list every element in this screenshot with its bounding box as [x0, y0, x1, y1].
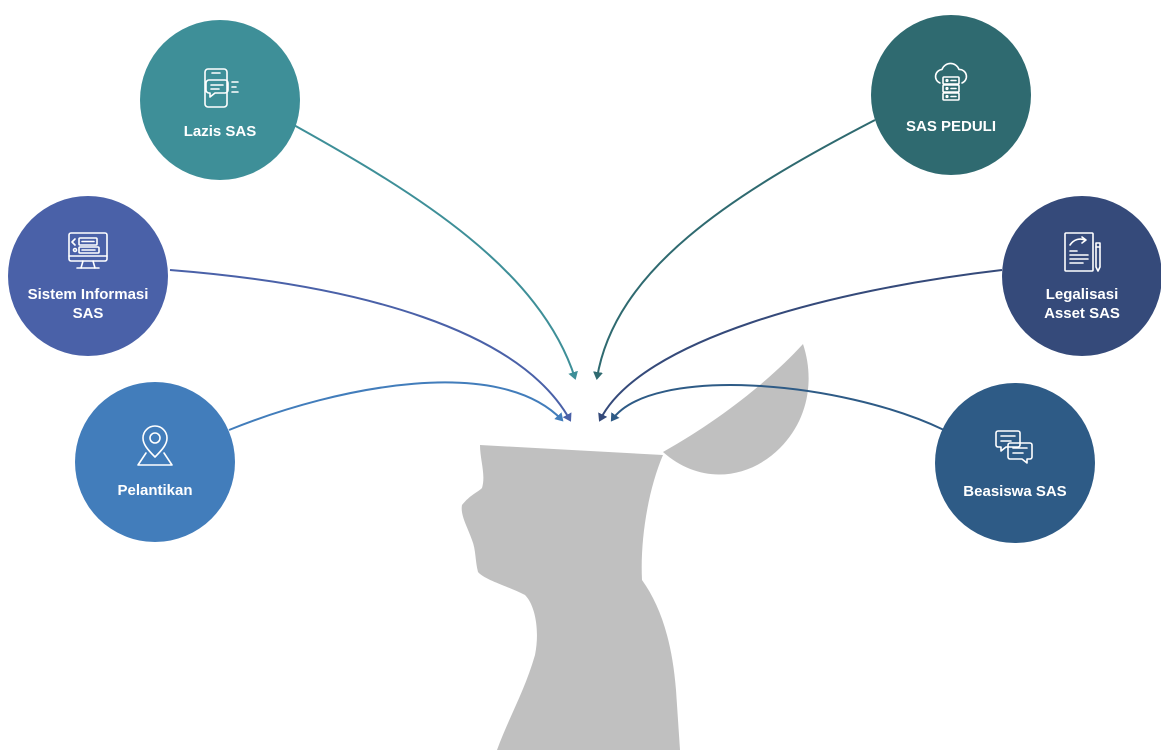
node-beasiswa-sas: Beasiswa SAS: [935, 383, 1095, 543]
connector-pelantikan: [228, 381, 564, 431]
node-lazis-sas: Lazis SAS: [140, 20, 300, 180]
cloud-server-icon: [928, 61, 974, 107]
node-label: Beasiswa SAS: [963, 482, 1067, 500]
connector-sistem: [169, 269, 572, 422]
node-pelantikan: Pelantikan: [75, 382, 235, 542]
node-label: Lazis SAS: [183, 122, 257, 140]
connector-lazis: [291, 123, 578, 380]
connector-beasiswa: [610, 384, 945, 431]
document-pen-icon: [1059, 229, 1105, 275]
monitor-code-icon: [65, 229, 111, 275]
node-label: SAS PEDULI: [905, 117, 996, 135]
node-label: Pelantikan: [117, 481, 193, 499]
head-lid: [663, 344, 809, 475]
phone-chat-icon: [197, 66, 243, 112]
node-label: Legalisasi Asset SAS: [1044, 286, 1120, 322]
map-pin-icon: [132, 424, 178, 471]
node-legalisasi-asset-sas: Legalisasi Asset SAS: [1002, 196, 1161, 356]
connector-legalisasi: [598, 269, 1003, 422]
chat-bubbles-icon: [992, 426, 1038, 472]
connector-peduli: [593, 119, 876, 380]
node-sistem-informasi-sas: Sistem Informasi SAS: [8, 196, 168, 356]
node-label: Sistem Informasi SAS: [27, 286, 149, 322]
head-silhouette: [461, 445, 680, 750]
node-sas-peduli: SAS PEDULI: [871, 15, 1031, 175]
